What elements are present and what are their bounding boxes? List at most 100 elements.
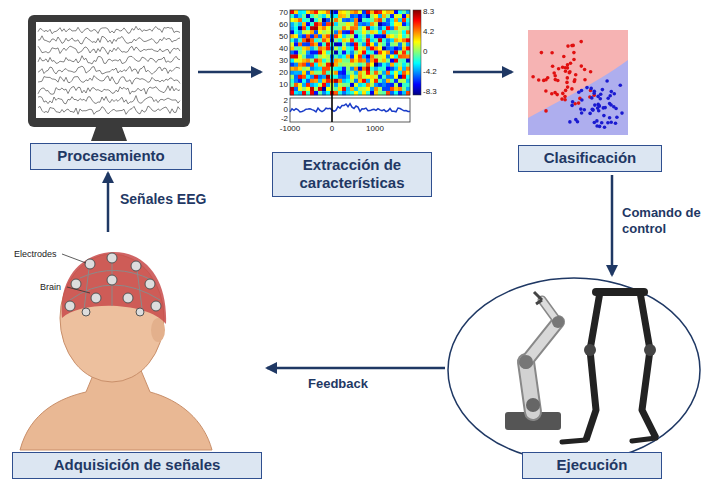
flow-arrow xyxy=(198,71,261,74)
node-label: Ejecución xyxy=(531,456,653,475)
robot-joint xyxy=(526,398,540,412)
heatmap-cell xyxy=(342,59,346,63)
heatmap-cell xyxy=(298,55,302,59)
flow-arrow xyxy=(453,71,512,74)
axis-tick: 0 xyxy=(262,105,288,115)
heatmap-cell xyxy=(358,14,362,18)
heatmap-cell xyxy=(326,59,330,63)
heatmap-cell xyxy=(302,55,306,59)
heatmap-cell xyxy=(370,63,374,67)
heatmap-cell xyxy=(338,59,342,63)
axis-tick: 20 xyxy=(262,68,288,78)
heatmap-cell xyxy=(390,38,394,42)
heatmap-cell xyxy=(378,34,382,38)
heatmap-cell xyxy=(294,34,298,38)
scatter-point xyxy=(580,98,584,102)
scatter-point xyxy=(568,120,572,124)
heatmap-cell xyxy=(394,71,398,75)
heatmap-cell xyxy=(390,18,394,22)
heatmap-cell xyxy=(406,79,410,83)
heatmap-cell xyxy=(370,79,374,83)
heatmap-cell xyxy=(346,18,350,22)
heatmap-cell xyxy=(298,71,302,75)
heatmap-cell xyxy=(402,30,406,34)
heatmap-cell xyxy=(302,34,306,38)
heatmap-cell xyxy=(398,26,402,30)
heatmap-cell xyxy=(386,34,390,38)
scatter-point xyxy=(550,51,554,55)
heatmap-cell xyxy=(350,34,354,38)
flow-arrow xyxy=(107,173,110,232)
heatmap-cell xyxy=(314,46,318,50)
heatmap-cell xyxy=(366,87,370,91)
heatmap-cell xyxy=(334,34,338,38)
heatmap-cell xyxy=(358,55,362,59)
heatmap-cell xyxy=(374,83,378,87)
heatmap-cell xyxy=(358,38,362,42)
heatmap-cell xyxy=(402,34,406,38)
heatmap-cell xyxy=(402,10,406,14)
heatmap-cell xyxy=(322,87,326,91)
heatmap-cell xyxy=(314,55,318,59)
scatter-point xyxy=(562,55,566,59)
scatter-point xyxy=(614,122,618,126)
heatmap-cell xyxy=(346,55,350,59)
heatmap-cell xyxy=(370,50,374,54)
heatmap-cell xyxy=(354,79,358,83)
heatmap-cell xyxy=(362,59,366,63)
heatmap-cell xyxy=(354,10,358,14)
edge-label: Feedback xyxy=(306,376,370,392)
heatmap-cell xyxy=(402,67,406,71)
heatmap-cell xyxy=(386,59,390,63)
heatmap-cell xyxy=(366,10,370,14)
exo-foot xyxy=(562,440,586,442)
onset-line xyxy=(331,10,333,122)
heatmap-cell xyxy=(358,67,362,71)
heatmap-cell xyxy=(342,75,346,79)
scatter-point xyxy=(580,64,584,68)
heatmap-cell xyxy=(390,79,394,83)
scatter-point xyxy=(589,70,593,74)
heatmap-cell xyxy=(406,59,410,63)
heatmap-cell xyxy=(306,34,310,38)
heatmap-cell xyxy=(366,38,370,42)
heatmap-cell xyxy=(366,79,370,83)
heatmap-cell xyxy=(402,18,406,22)
heatmap-cell xyxy=(314,10,318,14)
scatter-point xyxy=(615,115,619,119)
heatmap-cell xyxy=(398,79,402,83)
heatmap-cell xyxy=(358,59,362,63)
heatmap-cell xyxy=(302,30,306,34)
heatmap-cell xyxy=(290,30,294,34)
heatmap-cell xyxy=(398,38,402,42)
heatmap-cell xyxy=(394,50,398,54)
heatmap-cells xyxy=(290,10,410,95)
drawn-circle xyxy=(107,253,117,263)
scatter-point xyxy=(591,108,595,112)
heatmap-cell xyxy=(354,30,358,34)
heatmap-cell xyxy=(326,30,330,34)
heatmap-cell xyxy=(370,42,374,46)
heatmap-cell xyxy=(326,18,330,22)
heatmap-cell xyxy=(378,63,382,67)
scatter-point xyxy=(610,90,614,94)
heatmap-cell xyxy=(298,50,302,54)
heatmap-cell xyxy=(390,22,394,26)
plot-frame xyxy=(290,98,410,122)
scatter-point xyxy=(564,70,568,74)
heatmap-cell xyxy=(398,87,402,91)
heatmap-cell xyxy=(338,79,342,83)
heatmap-cell xyxy=(354,87,358,91)
heatmap-cell xyxy=(362,30,366,34)
scatter-point xyxy=(577,101,581,105)
heatmap-cell xyxy=(362,75,366,79)
label-box: Clasificación xyxy=(518,145,662,172)
heatmap-cell xyxy=(358,22,362,26)
heatmap-cell xyxy=(366,34,370,38)
heatmap-cell xyxy=(338,30,342,34)
heatmap-cell xyxy=(294,59,298,63)
heatmap-cell xyxy=(294,63,298,67)
heatmap-cell xyxy=(346,63,350,67)
heatmap-cell xyxy=(378,55,382,59)
